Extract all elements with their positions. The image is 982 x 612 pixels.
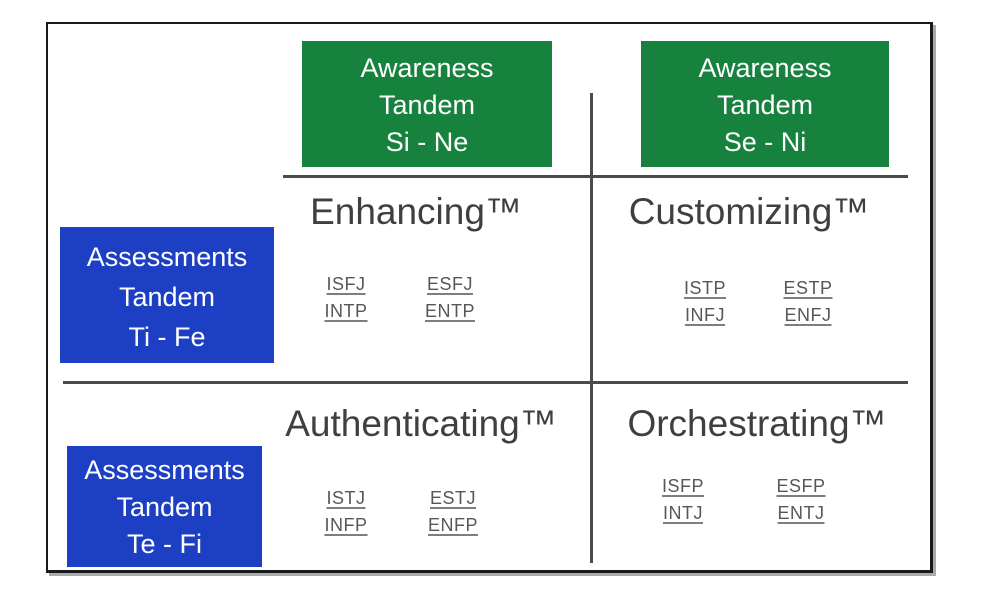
type-label-intp: INTP: [324, 301, 368, 321]
types-row: ISTP ESTP: [660, 275, 853, 302]
type-label-infj: INFJ: [685, 305, 725, 325]
types-row: INTJ ENTJ: [638, 500, 846, 527]
authenticating-types-grid: ISTJ ESTJ INFP ENFP: [301, 485, 498, 539]
type-label-estj: ESTJ: [429, 488, 476, 508]
type-label-entp: ENTP: [424, 301, 475, 321]
types-row: ISFP ESFP: [638, 473, 846, 500]
assessments-tandem-te-fi-box: Assessments Tandem Te - Fi: [67, 446, 262, 567]
type-label-esfp: ESFP: [776, 476, 826, 496]
awareness-tandem-se-ni-box: Awareness Tandem Se - Ni: [641, 41, 889, 167]
awareness-label: Awareness: [698, 53, 832, 83]
type-label-estp: ESTP: [783, 278, 833, 298]
middle-horizontal-divider-line: [63, 381, 908, 384]
type-label-enfj: ENFJ: [784, 305, 832, 325]
types-row: ISTJ ESTJ: [301, 485, 498, 512]
type-label-enfp: ENFP: [427, 515, 478, 535]
vertical-divider-line: [590, 93, 593, 563]
type-label-isfp: ISFP: [661, 476, 704, 496]
tandem-label: Tandem: [118, 282, 216, 312]
type-label-intj: INTJ: [663, 503, 703, 523]
type-label-esfj: ESFJ: [426, 274, 473, 294]
quadrant-title-enhancing: Enhancing™: [310, 191, 522, 232]
quadrant-title-authenticating: Authenticating™: [285, 403, 557, 444]
assessments-label: Assessments: [84, 455, 245, 485]
type-label-isfj: ISFJ: [326, 274, 366, 294]
tandem-label: Tandem: [716, 90, 814, 120]
types-row: INFP ENFP: [301, 512, 498, 539]
tandem-label: Tandem: [378, 90, 476, 120]
awareness-label: Awareness: [360, 53, 494, 83]
assessments-tandem-ti-fe-box: Assessments Tandem Ti - Fe: [60, 227, 274, 363]
type-label-istj: ISTJ: [326, 488, 366, 508]
te-fi-label: Te - Fi: [126, 529, 202, 559]
si-ne-label: Si - Ne: [385, 127, 469, 157]
types-row: INTP ENTP: [301, 298, 495, 325]
type-label-infp: INFP: [324, 515, 368, 535]
types-row: INFJ ENFJ: [660, 302, 853, 329]
ti-fe-label: Ti - Fe: [128, 322, 206, 352]
tandem-label: Tandem: [116, 492, 213, 522]
assessments-label: Assessments: [86, 242, 248, 272]
types-row: ISFJ ESFJ: [301, 271, 495, 298]
customizing-types-grid: ISTP ESTP INFJ ENFJ: [660, 275, 853, 329]
se-ni-label: Se - Ni: [723, 127, 807, 157]
orchestrating-types-grid: ISFP ESFP INTJ ENTJ: [638, 473, 846, 527]
quadrant-title-orchestrating: Orchestrating™: [627, 403, 887, 444]
type-label-istp: ISTP: [683, 278, 726, 298]
enhancing-types-grid: ISFJ ESFJ INTP ENTP: [301, 271, 495, 325]
type-label-entj: ENTJ: [777, 503, 825, 523]
quadrant-title-customizing: Customizing™: [628, 191, 870, 232]
awareness-tandem-si-ne-box: Awareness Tandem Si - Ne: [302, 41, 552, 167]
top-horizontal-divider-line: [283, 175, 908, 178]
